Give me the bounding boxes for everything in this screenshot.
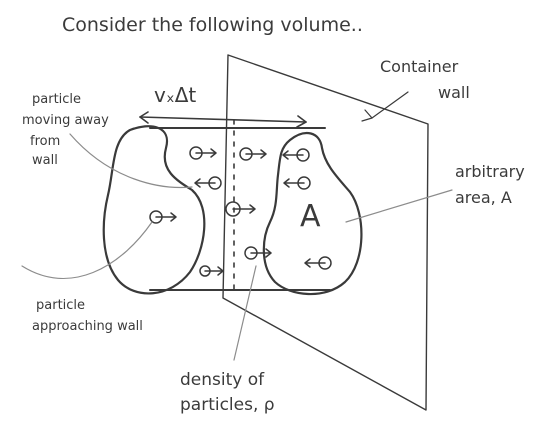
- density-label-line1: density of: [180, 370, 265, 390]
- particle-moving-right-icon: [239, 147, 267, 161]
- velocity-length-arrowhead-right: [296, 115, 307, 128]
- particle-approach-label-line1: particle: [36, 298, 85, 313]
- container-wall-arrowhead: [361, 109, 373, 122]
- particle-approach-label-line2: approaching wall: [32, 319, 143, 334]
- area-symbol: A: [300, 199, 321, 234]
- container-wall: [222, 54, 429, 411]
- container-wall-label-line2: wall: [438, 83, 470, 102]
- heading: Consider the following volume..: [62, 14, 363, 36]
- particle-approach-leader: [21, 221, 153, 280]
- particle-moving-left-icon: [282, 148, 310, 162]
- particle-moving-right-icon: [189, 146, 217, 160]
- particle-moving-left-icon: [283, 176, 311, 190]
- arbitrary-area-label-line2: area, A: [455, 188, 512, 207]
- particle-away-label-line1: particle: [32, 92, 81, 107]
- particle-moving-right-icon: [149, 210, 177, 224]
- left-end-surface: [102, 125, 206, 295]
- particle-moving-right-icon: [199, 265, 224, 277]
- velocity-length-arrowhead-left: [139, 111, 149, 124]
- particle-away-label-line2: moving away: [22, 113, 109, 128]
- particle-moving-right-icon: [225, 201, 256, 217]
- density-leader: [233, 265, 257, 361]
- particle-away-label-line4: wall: [32, 153, 58, 168]
- velocity-length-arrow: [139, 116, 307, 123]
- arbitrary-area-leader: [345, 189, 453, 223]
- particle-moving-left-icon: [304, 256, 332, 270]
- arbitrary-area-label-line1: arbitrary: [455, 162, 525, 181]
- container-wall-leader: [371, 91, 409, 119]
- particle-away-leader: [69, 133, 193, 189]
- particle-moving-right-icon: [244, 246, 272, 260]
- container-wall-label-line1: Container: [380, 57, 459, 76]
- area-a-surface: [262, 131, 363, 296]
- velocity-length-label: vₓΔt: [154, 83, 196, 107]
- density-label-line2: particles, ρ: [180, 395, 275, 415]
- particle-moving-left-icon: [194, 176, 222, 190]
- particle-away-label-line3: from: [30, 134, 60, 149]
